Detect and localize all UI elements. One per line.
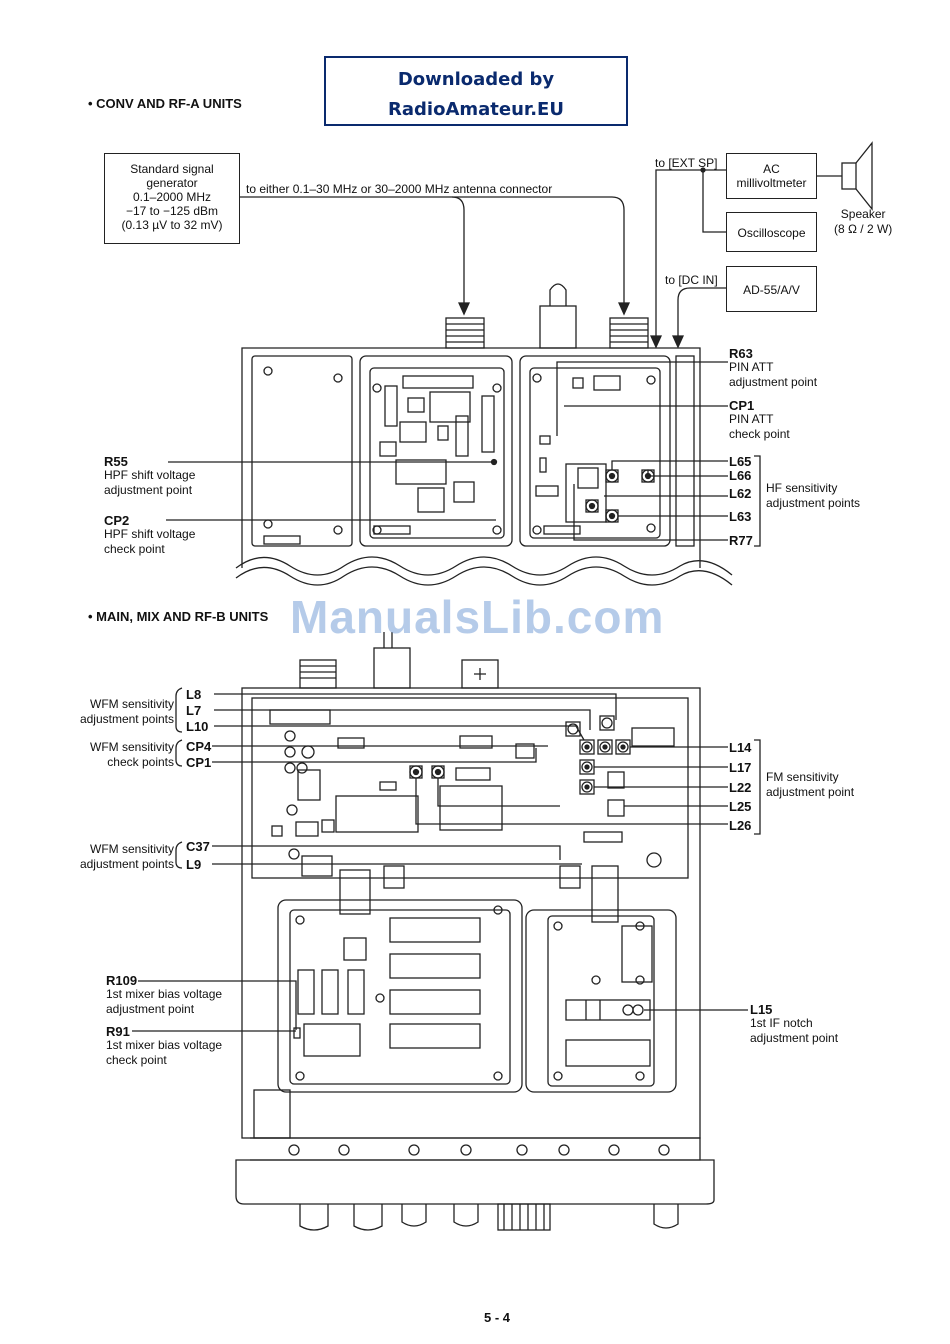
ac-millivoltmeter-box: AC millivoltmeter: [726, 153, 817, 199]
r91-desc-2: check point: [106, 1053, 167, 1067]
hf-group-line-2: adjustment points: [766, 496, 861, 510]
ac-meter-line-2: millivoltmeter: [736, 176, 807, 190]
cp2-desc-2: check point: [104, 542, 165, 556]
oscilloscope-label: Oscilloscope: [737, 226, 806, 240]
wfm-check-label: WFM sensitivity check points: [72, 740, 174, 770]
cp2-desc-1: HPF shift voltage: [104, 527, 196, 541]
cp1-desc-1: PIN ATT: [729, 412, 774, 426]
r77-ref: R77: [729, 533, 753, 548]
r63-desc-1: PIN ATT: [729, 360, 774, 374]
r63-ref: R63: [729, 346, 753, 361]
adapter-label: AD-55/A/V: [743, 283, 800, 297]
l15-ref: L15: [750, 1002, 773, 1017]
cp2-ref: CP2: [104, 513, 130, 528]
signal-generator-box: Standard signal generator 0.1–2000 MHz −…: [104, 153, 240, 244]
hf-group-label: HF sensitivity adjustment points: [766, 481, 860, 511]
r91-ref: R91: [106, 1024, 130, 1039]
cp1-desc-2: check point: [729, 427, 790, 441]
l10-ref: L10: [186, 719, 209, 734]
generator-line-1: Standard signal: [130, 162, 214, 176]
watermark: ManualsLib.com: [290, 591, 665, 643]
wfm-adj-1-label: WFM sensitivity adjustment points: [72, 697, 174, 727]
fm-group-label: FM sensitivity adjustment point: [766, 770, 854, 800]
l15-desc-2: adjustment point: [750, 1031, 839, 1045]
r109-desc-1: 1st mixer bias voltage: [106, 987, 223, 1001]
speaker-line-2: (8 Ω / 2 W): [834, 222, 893, 236]
generator-line-2: generator: [146, 176, 198, 190]
wfm-adj-2-line-2: adjustment points: [79, 857, 174, 871]
speaker-label: Speaker (8 Ω / 2 W): [834, 207, 892, 237]
r91-annotation: R91 1st mixer bias voltage check point: [106, 1025, 222, 1068]
fm-group-line-2: adjustment point: [766, 785, 855, 799]
l15-annotation: L15 1st IF notch adjustment point: [750, 1003, 838, 1046]
generator-line-4: −17 to −125 dBm: [125, 204, 219, 218]
hf-group-line-1: HF sensitivity: [766, 481, 838, 495]
r55-annotation: R55 HPF shift voltage adjustment point: [104, 455, 195, 498]
l22-ref: L22: [729, 780, 752, 795]
speaker-line-1: Speaker: [840, 207, 886, 221]
r63-annotation: R63 PIN ATT adjustment point: [729, 347, 817, 390]
l17-ref: L17: [729, 760, 752, 775]
cp1-main-ref: CP1: [186, 755, 212, 770]
adapter-box: AD-55/A/V: [726, 266, 817, 312]
wfm-check-line-1: WFM sensitivity: [90, 740, 174, 754]
l26-ref: L26: [729, 818, 752, 833]
r109-desc-2: adjustment point: [106, 1002, 195, 1016]
ext-sp-label: to [EXT SP]: [655, 156, 718, 170]
r55-desc-1: HPF shift voltage: [104, 468, 196, 482]
banner-line-2: RadioAmateur.EU: [388, 99, 564, 120]
cp1-annotation: CP1 PIN ATT check point: [729, 399, 790, 442]
l66-ref: L66: [729, 468, 752, 483]
wfm-adj-1-line-1: WFM sensitivity: [90, 697, 174, 711]
l62-ref: L62: [729, 486, 752, 501]
page-number: 5 - 4: [484, 1310, 511, 1325]
l7-ref: L7: [186, 703, 202, 718]
l15-desc-1: 1st IF notch: [750, 1016, 813, 1030]
cp2-annotation: CP2 HPF shift voltage check point: [104, 514, 195, 557]
section-1-title: • CONV AND RF-A UNITS: [88, 96, 242, 111]
r55-ref: R55: [104, 454, 128, 469]
l25-ref: L25: [729, 799, 752, 814]
generator-line-5: (0.13 µV to 32 mV): [121, 218, 223, 232]
wfm-check-line-2: check points: [107, 755, 174, 769]
section-2-title: • MAIN, MIX AND RF-B UNITS: [88, 609, 269, 624]
l14-ref: L14: [729, 740, 752, 755]
wfm-adj-2-label: WFM sensitivity adjustment points: [72, 842, 174, 872]
c37-ref: C37: [186, 839, 210, 854]
wfm-adj-1-line-2: adjustment points: [79, 712, 174, 726]
wfm-adj-2-line-1: WFM sensitivity: [90, 842, 174, 856]
l9-ref: L9: [186, 857, 202, 872]
r109-ref: R109: [106, 973, 138, 988]
ac-meter-line-1: AC: [763, 162, 780, 176]
l63-ref: L63: [729, 509, 752, 524]
cp4-ref: CP4: [186, 739, 212, 754]
antenna-connector-label: to either 0.1–30 MHz or 30–2000 MHz ante…: [246, 182, 553, 196]
l65-ref: L65: [729, 454, 752, 469]
download-banner: Downloaded by RadioAmateur.EU: [324, 56, 628, 126]
r63-desc-2: adjustment point: [729, 375, 818, 389]
dc-in-label: to [DC IN]: [665, 273, 718, 287]
l8-ref: L8: [186, 687, 202, 702]
r109-annotation: R109 1st mixer bias voltage adjustment p…: [106, 974, 222, 1017]
generator-line-3: 0.1–2000 MHz: [132, 190, 212, 204]
oscilloscope-box: Oscilloscope: [726, 212, 817, 252]
r91-desc-1: 1st mixer bias voltage: [106, 1038, 223, 1052]
banner-line-1: Downloaded by: [397, 69, 555, 90]
cp1-ref: CP1: [729, 398, 755, 413]
r55-desc-2: adjustment point: [104, 483, 193, 497]
fm-group-line-1: FM sensitivity: [766, 770, 839, 784]
